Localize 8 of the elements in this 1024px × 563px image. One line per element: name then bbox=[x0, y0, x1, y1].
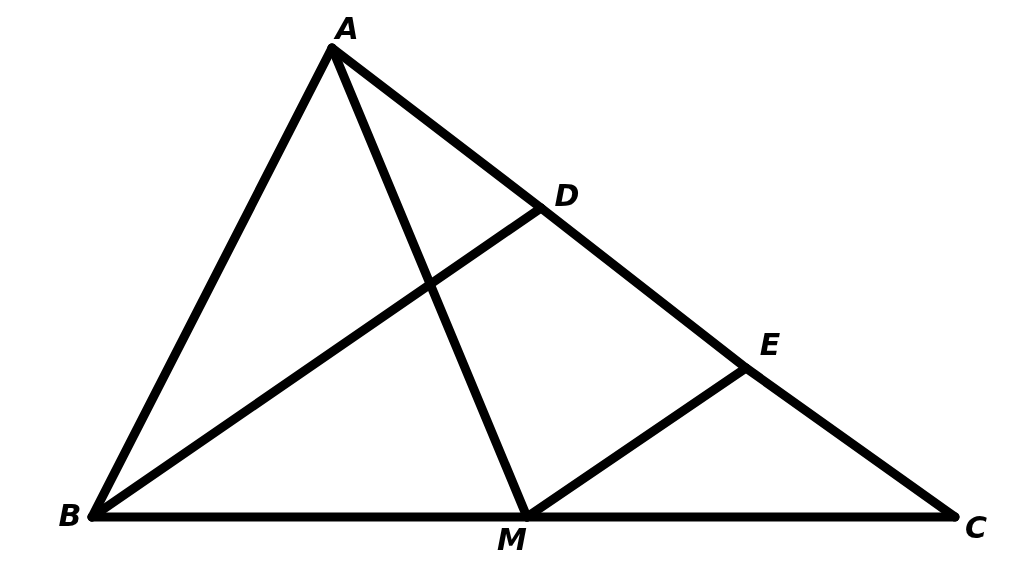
line-segment bbox=[87, 203, 546, 522]
point-label: D bbox=[554, 181, 580, 211]
line-segment bbox=[522, 363, 751, 522]
point-label: B bbox=[58, 501, 82, 531]
point-label: E bbox=[759, 330, 781, 360]
point-label: M bbox=[497, 525, 527, 555]
point-label: C bbox=[965, 513, 987, 543]
point-label: A bbox=[335, 14, 359, 44]
